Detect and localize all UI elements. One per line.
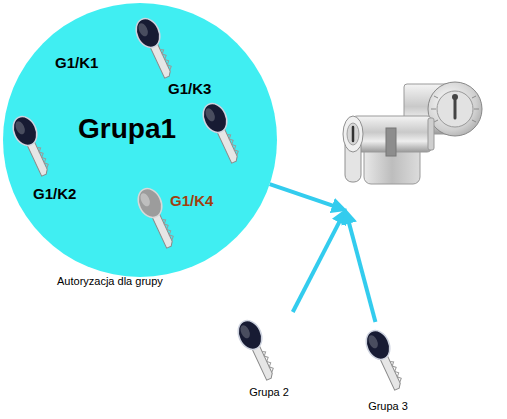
key-label: G1/K3 (166, 79, 213, 98)
group-key: Grupa 3 (348, 322, 428, 416)
key-label-text: G1/K2 (33, 185, 76, 202)
key-label-text: G1/K3 (168, 80, 211, 97)
key-label: G1/K1 (53, 53, 100, 72)
group-label: Grupa 2 (222, 386, 316, 399)
key-icon (362, 327, 409, 393)
group-title: Grupa1 (78, 113, 176, 145)
arrow-connector (349, 222, 376, 322)
key-label-text: G1/K4 (170, 192, 213, 209)
key-icon (9, 113, 56, 179)
group-key: Grupa 2 (222, 312, 316, 404)
lock-cylinders (328, 72, 474, 210)
euro-cylinder (343, 116, 434, 184)
key-icon (199, 100, 246, 166)
arrow-connector (293, 221, 340, 312)
group-caption: Autoryzacja dla grupy (57, 275, 163, 288)
key-label: G1/K2 (31, 184, 78, 203)
group-circle-shape (3, 3, 277, 277)
key-label: G1/K4 (168, 191, 215, 210)
arrow-connector (270, 184, 334, 206)
key-icon (234, 317, 281, 383)
group-label: Grupa 3 (348, 400, 428, 413)
group-circle: Grupa1Autoryzacja dla grupyG1/K1G1/K3G1/… (3, 3, 277, 277)
key-label-text: G1/K1 (55, 54, 98, 71)
key-icon (132, 15, 179, 81)
